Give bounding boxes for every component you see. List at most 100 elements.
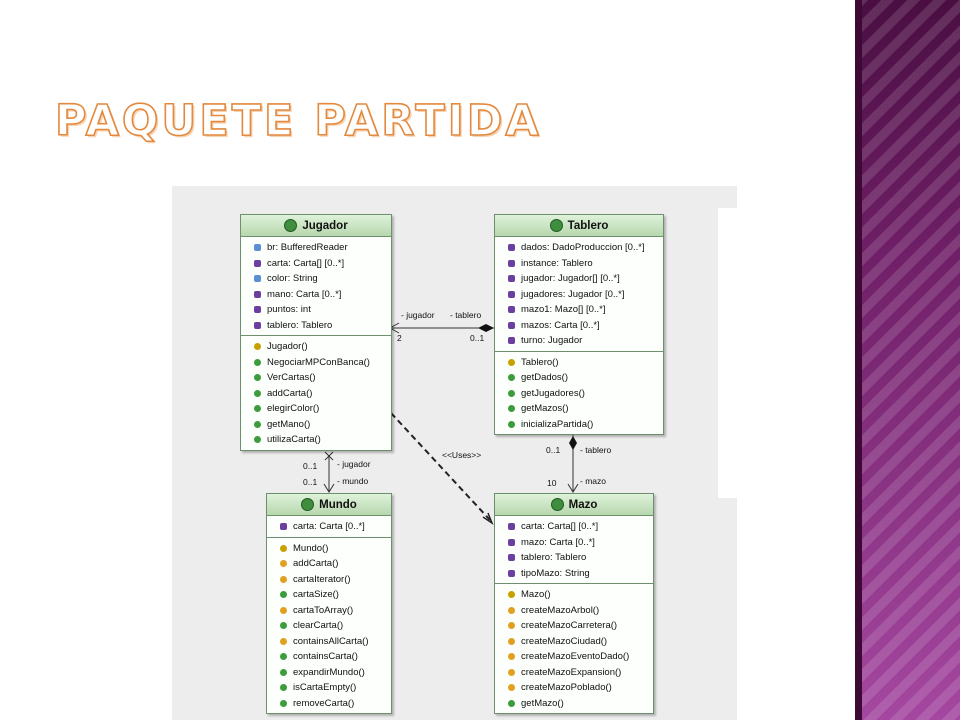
method-row[interactable]: addCarta() [267, 556, 391, 572]
method-row[interactable]: cartaSize() [267, 587, 391, 603]
constructor-icon [508, 358, 515, 366]
method-row[interactable]: createMazoEventoDado() [495, 649, 653, 665]
method-icon [280, 684, 287, 692]
method-icon [254, 389, 261, 397]
method-row[interactable]: getMazo() [495, 696, 653, 712]
association-lines [323, 322, 579, 525]
method-row[interactable]: Tablero() [495, 355, 663, 371]
method-row[interactable]: getDados() [495, 370, 663, 386]
method-row[interactable]: createMazoCiudad() [495, 634, 653, 650]
field-icon [254, 290, 261, 298]
field-icon [508, 569, 515, 577]
method-row[interactable]: getJugadores() [495, 386, 663, 402]
method-row[interactable]: elegirColor() [241, 401, 391, 417]
method-icon [508, 374, 515, 382]
class-icon [550, 498, 564, 511]
field-icon [254, 259, 261, 267]
constructor-icon [508, 591, 515, 599]
class-jugador[interactable]: Jugador br: BufferedReader carta: Carta[… [240, 214, 392, 451]
method-icon [280, 591, 287, 599]
attribute-row[interactable]: mano: Carta [0..*] [241, 287, 391, 303]
method-icon [254, 374, 261, 382]
attribute-row[interactable]: instance: Tablero [495, 256, 663, 272]
method-icon [254, 436, 261, 444]
method-icon [254, 405, 261, 413]
assoc-multiplicity: 10 [547, 478, 557, 488]
method-icon [508, 420, 515, 428]
class-icon [301, 498, 315, 511]
assoc-role-tablero: - tablero [450, 310, 482, 320]
attribute-row[interactable]: jugadores: Jugador [0..*] [495, 287, 663, 303]
method-icon [508, 637, 515, 645]
attribute-row[interactable]: br: BufferedReader [241, 240, 391, 256]
class-mundo-name: Mundo [319, 498, 357, 511]
assoc-uses-stereotype: <<Uses>> [442, 450, 482, 460]
method-row[interactable]: utilizaCarta() [241, 432, 391, 448]
method-row[interactable]: getMazos() [495, 401, 663, 417]
method-row[interactable]: removeCarta() [267, 696, 391, 712]
class-tablero-name: Tablero [567, 219, 609, 232]
attribute-row[interactable]: turno: Jugador [495, 333, 663, 349]
method-row[interactable]: createMazoArbol() [495, 603, 653, 619]
attribute-row[interactable]: tablero: Tablero [495, 550, 653, 566]
method-row[interactable]: addCarta() [241, 386, 391, 402]
method-icon [254, 420, 261, 428]
class-tablero[interactable]: Tablero dados: DadoProduccion [0..*] ins… [494, 214, 664, 435]
method-row[interactable]: clearCarta() [267, 618, 391, 634]
method-row[interactable]: NegociarMPConBanca() [241, 355, 391, 371]
method-row[interactable]: containsCarta() [267, 649, 391, 665]
class-mundo[interactable]: Mundo carta: Carta [0..*] Mundo() addCar… [266, 493, 392, 714]
class-jugador-attributes: br: BufferedReader carta: Carta[] [0..*]… [241, 237, 391, 335]
attribute-row[interactable]: color: String [241, 271, 391, 287]
method-icon [508, 405, 515, 413]
attribute-row[interactable]: mazo1: Mazo[] [0..*] [495, 302, 663, 318]
attribute-row[interactable]: dados: DadoProduccion [0..*] [495, 240, 663, 256]
class-mazo-header: Mazo [495, 494, 653, 516]
class-tablero-header: Tablero [495, 215, 663, 237]
attribute-row[interactable]: carta: Carta[] [0..*] [495, 519, 653, 535]
method-row[interactable]: createMazoExpansion() [495, 665, 653, 681]
method-row[interactable]: cartaIterator() [267, 572, 391, 588]
method-row[interactable]: containsAllCarta() [267, 634, 391, 650]
method-icon [508, 389, 515, 397]
uml-diagram: Jugador br: BufferedReader carta: Carta[… [172, 186, 737, 720]
attribute-row[interactable]: tipoMazo: String [495, 566, 653, 582]
method-row[interactable]: cartaToArray() [267, 603, 391, 619]
class-jugador-header: Jugador [241, 215, 391, 237]
class-mundo-methods: Mundo() addCarta() cartaIterator() carta… [267, 536, 391, 714]
attribute-row[interactable]: carta: Carta [0..*] [267, 519, 391, 535]
assoc-role-mazo: - mazo [580, 476, 606, 486]
method-row[interactable]: Jugador() [241, 339, 391, 355]
method-row[interactable]: getMano() [241, 417, 391, 433]
class-icon [549, 219, 563, 232]
class-icon [284, 219, 298, 232]
field-icon [508, 538, 515, 546]
attribute-row[interactable]: puntos: int [241, 302, 391, 318]
field-icon [508, 523, 515, 531]
method-row[interactable]: inicializaPartida() [495, 417, 663, 433]
method-row[interactable]: VerCartas() [241, 370, 391, 386]
method-row[interactable]: createMazoCarretera() [495, 618, 653, 634]
method-row[interactable]: isCartaEmpty() [267, 680, 391, 696]
field-icon [508, 259, 515, 267]
method-row[interactable]: expandirMundo() [267, 665, 391, 681]
attribute-row[interactable]: mazos: Carta [0..*] [495, 318, 663, 334]
diagram-edge-strip [718, 208, 737, 498]
method-row[interactable]: Mundo() [267, 541, 391, 557]
assoc-multiplicity: 0..1 [303, 461, 318, 471]
method-icon [280, 606, 287, 614]
method-icon [280, 668, 287, 676]
class-mazo[interactable]: Mazo carta: Carta[] [0..*] mazo: Carta [… [494, 493, 654, 714]
attribute-row[interactable]: carta: Carta[] [0..*] [241, 256, 391, 272]
method-row[interactable]: Mazo() [495, 587, 653, 603]
class-mazo-methods: Mazo() createMazoArbol() createMazoCarre… [495, 583, 653, 713]
field-icon [508, 321, 515, 329]
attribute-row[interactable]: mazo: Carta [0..*] [495, 535, 653, 551]
class-mazo-attributes: carta: Carta[] [0..*] mazo: Carta [0..*]… [495, 516, 653, 583]
attribute-row[interactable]: jugador: Jugador[] [0..*] [495, 271, 663, 287]
assoc-multiplicity: 0..1 [303, 477, 318, 487]
method-icon [280, 653, 287, 661]
method-icon [280, 622, 287, 630]
attribute-row[interactable]: tablero: Tablero [241, 318, 391, 334]
method-row[interactable]: createMazoPoblado() [495, 680, 653, 696]
